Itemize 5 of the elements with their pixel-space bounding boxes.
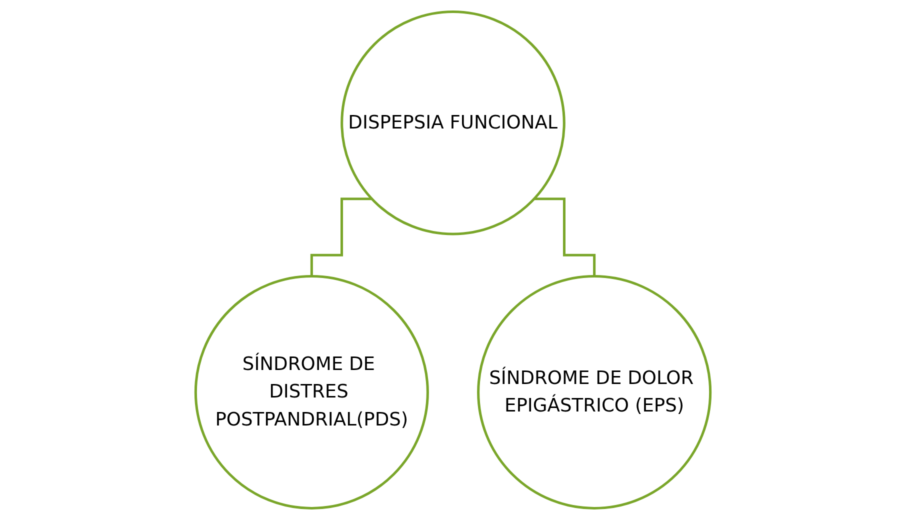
connector — [534, 198, 596, 278]
node-circle: DISPEPSIA FUNCIONAL — [340, 10, 565, 236]
connector — [310, 198, 372, 278]
node-circle: SÍNDROME DE DOLOR EPIGÁSTRICO (EPS) — [476, 274, 712, 510]
node-circle: SÍNDROME DE DISTRES POSTPANDRIAL(PDS) — [194, 274, 428, 510]
